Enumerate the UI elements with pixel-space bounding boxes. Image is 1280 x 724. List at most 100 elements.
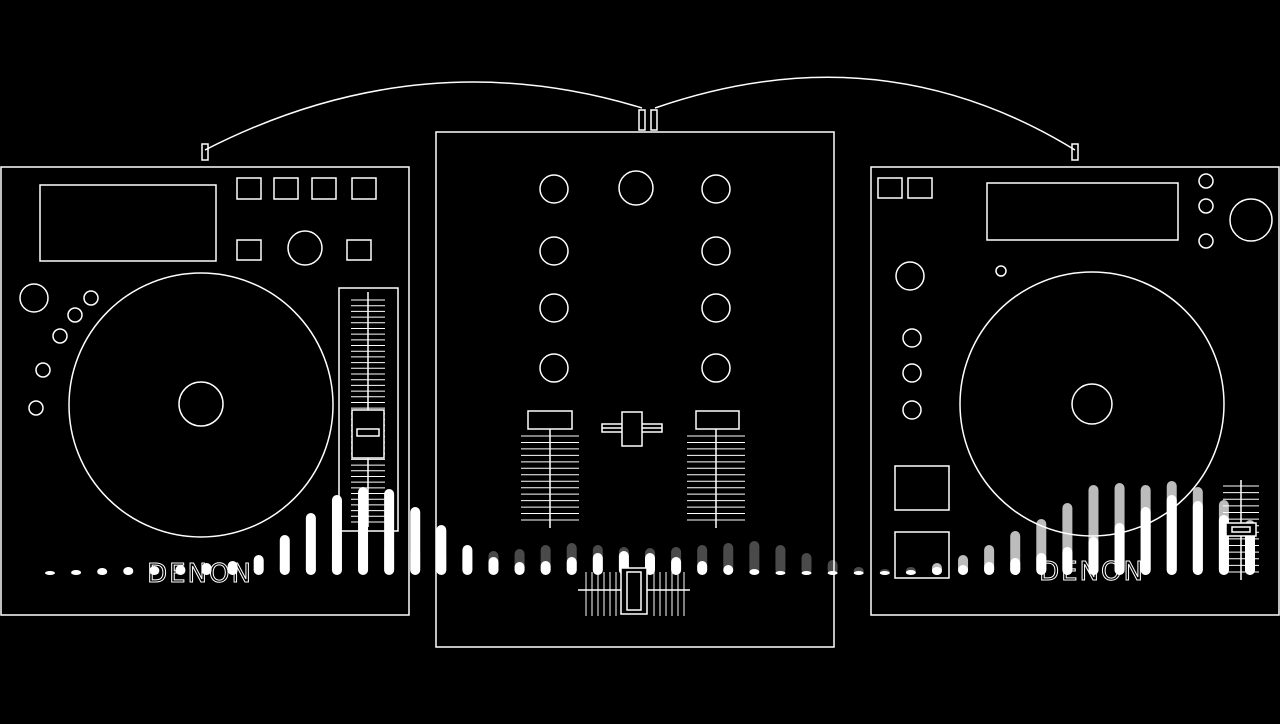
right-cable <box>654 76 1076 151</box>
right-small-button-3[interactable] <box>1198 233 1214 249</box>
viz-front-bar <box>45 571 55 575</box>
mixer-cue-slider-handle[interactable] <box>621 411 643 447</box>
right-play-button[interactable] <box>895 261 925 291</box>
right-cue-button[interactable] <box>894 465 950 511</box>
left-prev-button[interactable] <box>236 239 262 261</box>
right-pitch-slider-icon[interactable] <box>1225 522 1257 537</box>
viz-front-bar <box>514 562 525 575</box>
viz-front-bar <box>175 565 186 575</box>
left-display-screen-icon <box>39 184 217 262</box>
left-platter-center-icon <box>178 381 224 427</box>
left-play-button[interactable] <box>19 283 49 313</box>
mixer-gain-a-knob-icon[interactable] <box>539 174 569 204</box>
mixer-input-b-plug-icon <box>650 109 658 131</box>
right-small-button-4[interactable] <box>902 328 922 348</box>
mixer-fader-b-ticks <box>687 435 745 521</box>
viz-front-bar <box>1062 547 1073 575</box>
left-small-button-4[interactable] <box>35 362 51 378</box>
viz-front-bar <box>1036 553 1047 575</box>
viz-front-bar <box>279 535 290 575</box>
viz-front-bar <box>697 561 708 575</box>
viz-front-bar <box>1010 558 1021 575</box>
left-small-button-5[interactable] <box>28 400 44 416</box>
left-hotcue-1-button[interactable] <box>236 177 262 200</box>
viz-front-bar <box>201 563 212 575</box>
audio-visualizer <box>45 481 1255 575</box>
left-small-button-1[interactable] <box>83 290 99 306</box>
left-hotcue-3-button[interactable] <box>311 177 337 200</box>
mixer-input-a-plug-icon <box>638 109 646 131</box>
left-deck <box>0 166 410 616</box>
viz-front-bar <box>671 557 682 575</box>
right-indicator-led <box>995 265 1007 277</box>
viz-front-bar <box>227 561 238 575</box>
viz-back-bar <box>827 560 838 575</box>
left-deck-brand: DENON <box>147 559 253 589</box>
mixer-high-a-knob-icon[interactable] <box>539 236 569 266</box>
viz-front-bar <box>879 571 890 575</box>
left-pitch-handle-grip <box>356 428 380 437</box>
left-next-button[interactable] <box>346 239 372 261</box>
mixer-channel-fader-b-icon[interactable] <box>695 410 740 430</box>
left-platter-icon[interactable] <box>68 272 334 538</box>
mixer-master-knob-icon[interactable] <box>618 170 654 206</box>
viz-front-bar <box>723 565 734 575</box>
viz-front-bar <box>827 571 838 575</box>
left-deck-body <box>0 166 410 616</box>
mixer-crossfader-ticks <box>585 572 685 616</box>
right-small-button-2[interactable] <box>1198 198 1214 214</box>
right-platter-center-icon <box>1071 383 1113 425</box>
viz-front-bar <box>749 569 760 575</box>
viz-front-bar <box>331 495 342 575</box>
right-small-button-1[interactable] <box>1198 173 1214 189</box>
mixer-crossfader-grip <box>626 571 642 611</box>
mixer-low-a-knob-icon[interactable] <box>539 353 569 383</box>
right-play-pause-button[interactable] <box>894 531 950 579</box>
left-cable <box>204 81 643 151</box>
right-small-button-5[interactable] <box>902 363 922 383</box>
right-deck-brand: DENON <box>1039 557 1145 587</box>
left-pitch-slider-icon[interactable] <box>338 287 399 532</box>
left-cable-plug-icon <box>201 143 209 161</box>
mixer-crossfader-icon[interactable] <box>620 567 648 615</box>
right-select-knob-icon[interactable] <box>1229 198 1273 242</box>
right-deck <box>870 166 1280 616</box>
viz-front-bar <box>958 565 969 575</box>
viz-front-bar <box>775 571 786 575</box>
mixer-high-b-knob-icon[interactable] <box>701 236 731 266</box>
viz-front-bar <box>592 553 603 575</box>
viz-front-bar <box>305 513 316 575</box>
viz-front-bar <box>488 557 499 575</box>
mixer-fader-a-ticks <box>521 435 579 521</box>
viz-front-bar <box>1114 523 1125 575</box>
viz-front-bar <box>984 562 995 575</box>
mixer-mid-b-knob-icon[interactable] <box>701 293 731 323</box>
viz-front-bar <box>540 561 551 575</box>
right-mode-2-button[interactable] <box>907 177 933 199</box>
mixer <box>435 131 835 648</box>
viz-front-bar <box>97 568 108 575</box>
viz-front-bar <box>123 567 134 575</box>
right-mode-1-button[interactable] <box>877 177 903 199</box>
mixer-low-b-knob-icon[interactable] <box>701 353 731 383</box>
left-hotcue-4-button[interactable] <box>351 177 377 200</box>
left-hotcue-2-button[interactable] <box>273 177 299 200</box>
viz-front-bar <box>410 507 421 575</box>
viz-front-bar <box>1166 495 1177 575</box>
viz-front-bar <box>253 555 264 575</box>
mixer-mid-a-knob-icon[interactable] <box>539 293 569 323</box>
left-select-knob-icon[interactable] <box>287 230 323 266</box>
mixer-channel-fader-a-icon[interactable] <box>527 410 573 430</box>
right-deck-body <box>870 166 1280 616</box>
left-small-button-2[interactable] <box>67 307 83 323</box>
viz-back-bar <box>801 553 812 575</box>
right-platter-icon[interactable] <box>959 271 1225 537</box>
mixer-gain-b-knob-icon[interactable] <box>701 174 731 204</box>
right-small-button-6[interactable] <box>902 400 922 420</box>
viz-front-bar <box>566 557 577 575</box>
viz-front-bar <box>436 525 447 575</box>
left-small-button-3[interactable] <box>52 328 68 344</box>
mixer-body <box>435 131 835 648</box>
